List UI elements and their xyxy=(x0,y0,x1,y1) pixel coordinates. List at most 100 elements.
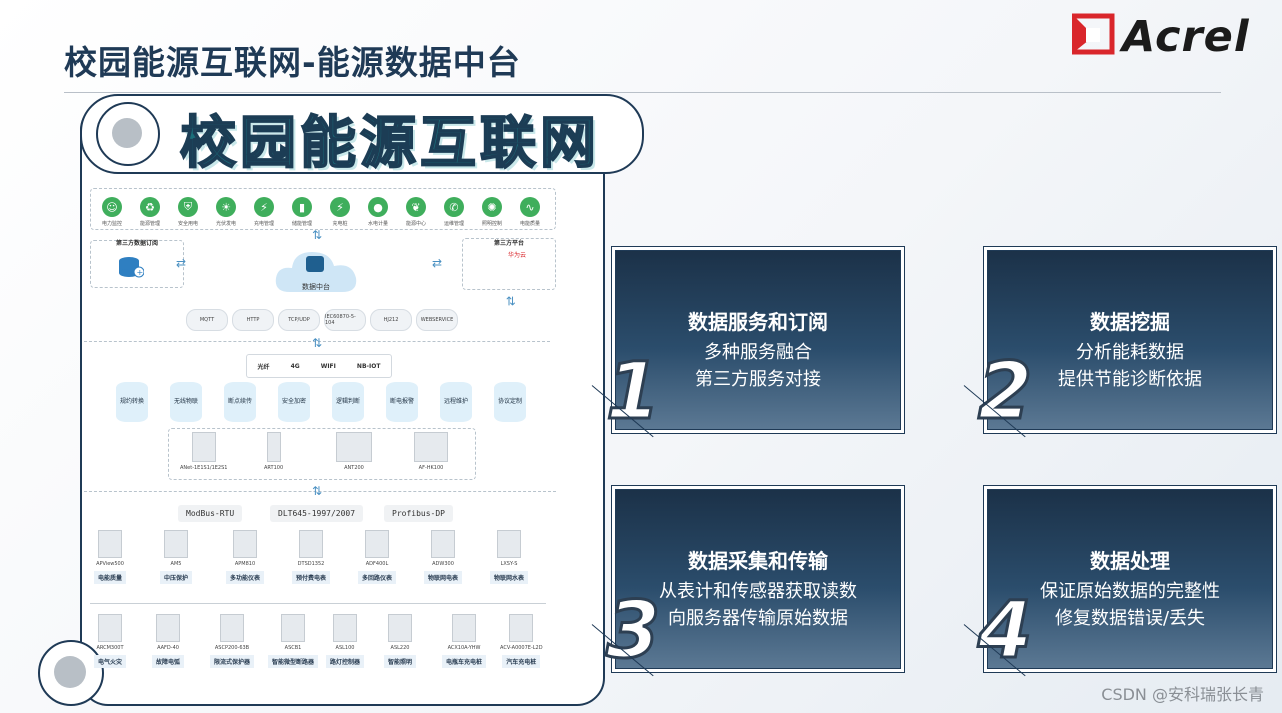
device-model: ANet-1E1S1/1E2S1 xyxy=(180,465,227,471)
device-item: ASL220智能照明 xyxy=(384,614,416,668)
device-tag: 路灯控制器 xyxy=(326,655,364,668)
protocol-pill: HJ212 xyxy=(370,309,412,331)
bus-protocol: Profibus-DP xyxy=(384,505,453,522)
card-title: 数据服务和订阅 xyxy=(615,306,901,335)
service-item: ☀光伏发电 xyxy=(210,197,242,227)
card-title: 数据挖掘 xyxy=(987,306,1273,335)
network-item: 光纤 xyxy=(258,362,270,371)
sun-icon: ☀ xyxy=(216,197,236,217)
device-model: ACX10A-YHW xyxy=(448,645,481,651)
device-image xyxy=(299,530,323,558)
device-tag: 物联网电表 xyxy=(424,571,462,584)
service-label: 能源管理 xyxy=(140,220,160,227)
battery-icon: ▮ xyxy=(292,197,312,217)
gateway-device: ART100 xyxy=(264,432,283,471)
service-label: 充电桩 xyxy=(332,220,347,227)
divider-line xyxy=(90,603,546,604)
service-label: 水电计量 xyxy=(368,220,388,227)
protocol-pill: WEBSERVICE xyxy=(416,309,458,331)
device-item: AAFD-40故障电弧 xyxy=(152,614,184,668)
device-tag: 电气火灾 xyxy=(94,655,126,668)
device-model: AF-HK100 xyxy=(419,465,444,471)
device-image xyxy=(98,614,122,642)
device-tag: 多功能仪表 xyxy=(226,571,264,584)
cloud-label: 数据中台 xyxy=(302,282,330,292)
service-label: 能源中心 xyxy=(406,220,426,227)
gateway-feature-cylinder: 无线物联 xyxy=(170,382,202,422)
service-item: ▮储能管理 xyxy=(286,197,318,227)
device-tag: 智能照明 xyxy=(384,655,416,668)
gateway-device: ANT200 xyxy=(336,432,372,471)
service-item: ✆运维管理 xyxy=(438,197,470,227)
device-model: ASCP200-63B xyxy=(215,645,249,651)
device-item: APM810 多功能仪表 xyxy=(226,530,264,584)
user-icon: ☺ xyxy=(102,197,122,217)
shield-icon: ⛨ xyxy=(178,197,198,217)
device-model: ARCM300T xyxy=(96,645,123,651)
device-model: APM810 xyxy=(235,561,255,567)
updown-arrow-icon: ⇅ xyxy=(312,484,322,498)
gateway-feature-cylinder: 规约转换 xyxy=(116,382,148,422)
service-label: 电力监控 xyxy=(102,220,122,227)
network-item: NB-IOT xyxy=(357,363,381,370)
device-image xyxy=(509,614,533,642)
device-image xyxy=(98,530,122,558)
antenna-icon: ✆ xyxy=(444,197,464,217)
bus-protocol: ModBus-RTU xyxy=(178,505,242,522)
leaf-icon: ❦ xyxy=(406,197,426,217)
vertical-arrow-icon: ⇄ xyxy=(504,296,518,306)
card-number: 4 xyxy=(978,586,1032,676)
service-item: ❦ 能源中心 xyxy=(400,197,432,227)
device-image xyxy=(388,614,412,642)
service-item: ● 水电计量 xyxy=(362,197,394,227)
device-image xyxy=(452,614,476,642)
protocol-pill: IEC60870-5-104 xyxy=(324,309,366,331)
network-item: 4G xyxy=(291,363,300,370)
device-image xyxy=(267,432,281,462)
service-icon-row: ☺电力监控♻能源管理⛨安全用电☀光伏发电⚡充电管理▮储能管理⚡充电桩●水电计量❦… xyxy=(96,197,546,227)
device-image xyxy=(164,530,188,558)
device-model: ASL100 xyxy=(336,645,355,651)
drop-icon: ● xyxy=(368,197,388,217)
device-image xyxy=(192,432,216,462)
scroll-curl-top xyxy=(96,102,160,166)
device-image xyxy=(220,614,244,642)
device-model: APView500 xyxy=(96,561,124,567)
gateway-feature-cylinder: 逻辑判断 xyxy=(332,382,364,422)
device-image xyxy=(414,432,448,462)
bus-protocol: DLT645-1997/2007 xyxy=(270,505,363,522)
device-model: ART100 xyxy=(264,465,283,471)
gateway-device: AF-HK100 xyxy=(414,432,448,471)
acrel-logo: Acrel xyxy=(1072,10,1272,58)
device-image xyxy=(233,530,257,558)
protocol-pill: TCP/UDP xyxy=(278,309,320,331)
wave-icon: ∿ xyxy=(520,197,540,217)
gateway-feature-cylinder: 协议定制 xyxy=(494,382,526,422)
third-party-platform-label: 第三方平台 xyxy=(494,238,524,247)
svg-text:+: + xyxy=(137,268,144,277)
charger-icon: ⚡ xyxy=(330,197,350,217)
scroll-title: 校园能源互联网 xyxy=(180,98,600,179)
device-model: LXSY-S xyxy=(501,561,518,567)
gateway-feature-cylinder: 安全加密 xyxy=(278,382,310,422)
device-image xyxy=(281,614,305,642)
card-number: 3 xyxy=(606,586,660,676)
device-image xyxy=(365,530,389,558)
device-model: ASCB1 xyxy=(285,645,302,651)
watermark: CSDN @安科瑞张长青 xyxy=(1101,681,1264,705)
device-tag: 智能微型断路器 xyxy=(268,655,318,668)
cloud-server-icon xyxy=(306,256,324,272)
service-label: 照明控制 xyxy=(482,220,502,227)
device-item: AM5中压保护 xyxy=(160,530,192,584)
gateway-feature-cylinder: 远程维护 xyxy=(440,382,472,422)
third-party-subscribe-label: 第三方数据订阅 xyxy=(116,238,158,247)
protocol-pill: HTTP xyxy=(232,309,274,331)
device-image xyxy=(431,530,455,558)
device-item: ASL100 路灯控制器 xyxy=(326,614,364,668)
gateway-feature-cylinder: 断点续传 xyxy=(224,382,256,422)
